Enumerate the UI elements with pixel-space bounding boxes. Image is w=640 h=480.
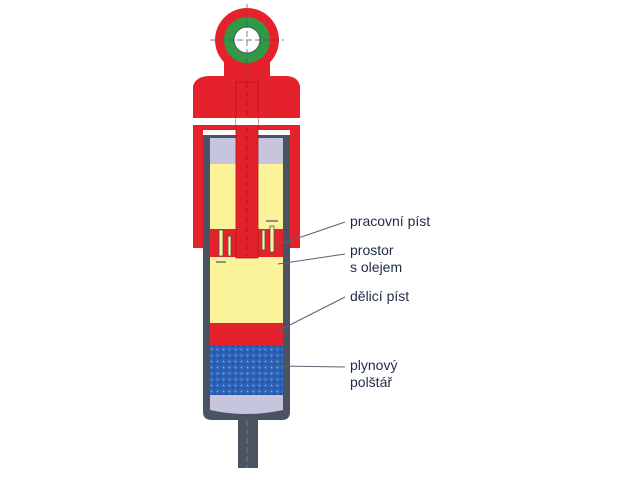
leader-working-piston (277, 221, 346, 246)
label-oil-space-line2: s olejem (350, 259, 403, 275)
bottom-cap (210, 395, 283, 414)
piston-valves (218, 225, 275, 257)
valve-right-2 (269, 225, 275, 253)
label-dividing-piston-text: dělicí píst (350, 288, 410, 304)
dividing-piston (210, 323, 283, 345)
leader-lines (277, 221, 346, 368)
leader-oil-space (277, 253, 346, 265)
leader-gas-cushion (277, 365, 346, 368)
label-working-piston: pracovní píst (350, 213, 430, 230)
valve-right (261, 229, 266, 251)
label-dividing-piston: dělicí píst (350, 288, 409, 305)
stud (238, 420, 258, 468)
valve-left-2 (227, 235, 232, 257)
label-gas-cushion-line1: plynový (350, 357, 398, 373)
gas-cushion (210, 345, 283, 395)
leader-dividing-piston (277, 296, 346, 332)
valve-left (218, 229, 224, 257)
label-working-piston-text: pracovní píst (350, 213, 431, 229)
mounting-eye (210, 4, 284, 82)
oil-chamber (210, 257, 283, 323)
label-oil-space: prostor s olejem (350, 242, 402, 276)
bottom-stud (238, 420, 258, 468)
rod-break (236, 118, 258, 125)
piston-rod (235, 81, 259, 259)
label-gas-cushion: plynový polštář (350, 357, 397, 391)
label-gas-cushion-line2: polštář (350, 374, 393, 390)
label-oil-space-line1: prostor (350, 242, 394, 258)
